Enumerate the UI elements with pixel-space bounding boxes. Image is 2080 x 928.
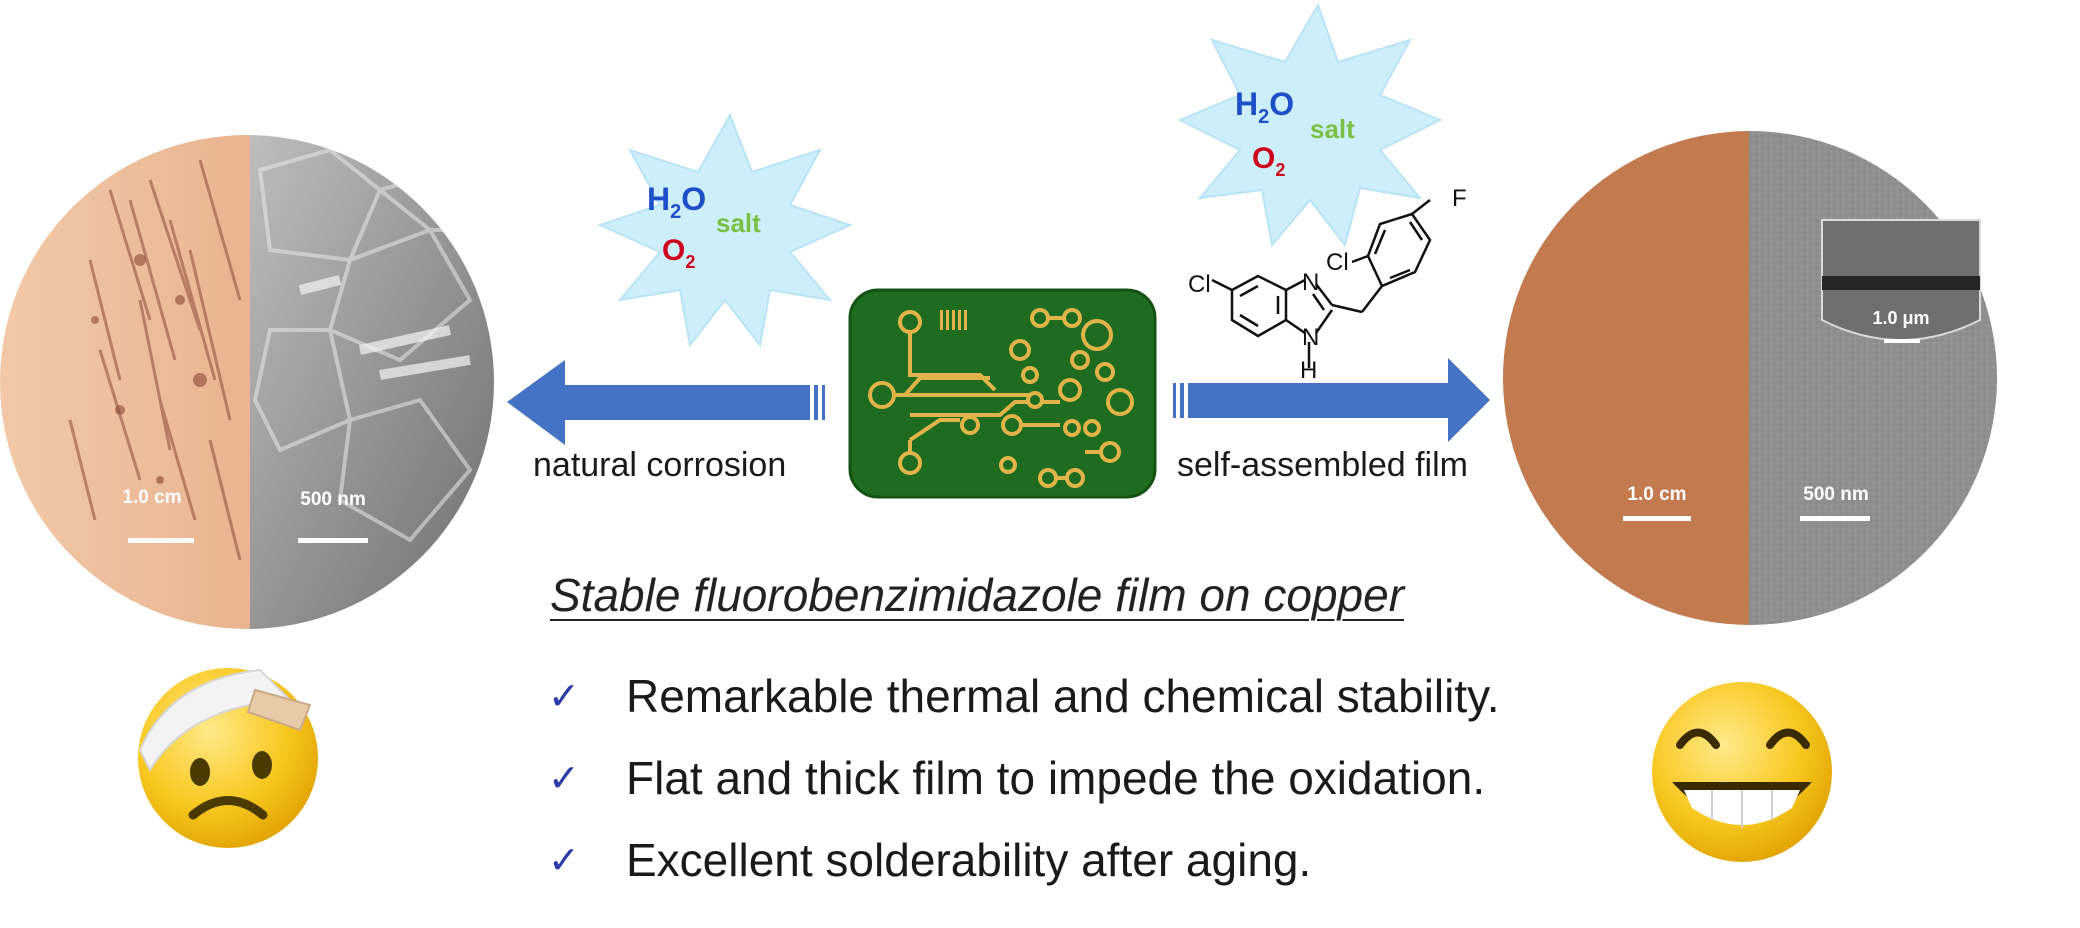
atom-f: F xyxy=(1452,185,1467,212)
scale-label-sem-left: 500 nm xyxy=(300,489,365,510)
feature-text-3: Excellent solderability after aging. xyxy=(626,834,1312,886)
arrow-natural-corrosion xyxy=(507,360,825,445)
feature-list: ✓ Remarkable thermal and chemical stabil… xyxy=(548,655,1500,901)
scale-bar-inset xyxy=(1884,339,1920,343)
scale-label-sem-right: 500 nm xyxy=(1803,484,1868,505)
arrow-label-natural-corrosion: natural corrosion xyxy=(533,446,787,484)
environment-burst-left: H2O O2 salt xyxy=(597,112,853,348)
atom-n-1: N xyxy=(1302,269,1319,296)
optical-image-corroded xyxy=(0,135,250,629)
scale-bar-optical-left xyxy=(128,538,194,543)
h2o-formula-left: H2O xyxy=(647,181,706,223)
scale-bar-optical-right xyxy=(1623,516,1691,521)
atom-h: H xyxy=(1300,357,1317,384)
left-scale-bars: 1.0 cm 500 nm xyxy=(122,487,368,543)
scale-label-optical-left: 1.0 cm xyxy=(122,487,181,508)
scale-label-optical-right: 1.0 cm xyxy=(1627,484,1686,505)
sem-inset: 1.0 μm xyxy=(1821,219,1981,343)
check-icon: ✓ xyxy=(548,838,580,882)
atom-n-2: N xyxy=(1302,324,1319,351)
o2-formula-left: O2 xyxy=(662,234,695,272)
list-item: ✓ Excellent solderability after aging. xyxy=(548,819,1500,901)
molecule-atom-labels: Cl N N H Cl F xyxy=(1188,185,1467,384)
optical-image-protected xyxy=(1503,131,1749,625)
check-icon: ✓ xyxy=(548,756,580,800)
arrow-label-self-assembled-film: self-assembled film xyxy=(1177,446,1468,484)
feature-text-1: Remarkable thermal and chemical stabilit… xyxy=(626,670,1500,722)
fluorobenzimidazole-structure xyxy=(1211,199,1432,368)
arrow-self-assembled-film xyxy=(1173,358,1490,442)
salt-label-right: salt xyxy=(1310,114,1355,144)
salt-label-left: salt xyxy=(716,208,761,238)
pcb-connector xyxy=(940,310,967,330)
caption-title: Stable fluorobenzimidazole film on coppe… xyxy=(550,569,1405,621)
sem-image-corroded xyxy=(250,135,494,629)
list-item: ✓ Remarkable thermal and chemical stabil… xyxy=(548,655,1500,737)
left-micrograph-circle xyxy=(0,135,494,629)
sad-bandaged-face-icon xyxy=(138,668,318,848)
h2o-formula-right: H2O xyxy=(1235,86,1294,128)
scale-bar-sem-left xyxy=(298,538,368,543)
corrosion-spots xyxy=(91,254,207,484)
environment-burst-right: H2O O2 salt xyxy=(1177,2,1443,248)
o2-formula-right: O2 xyxy=(1252,142,1285,180)
pcb-board xyxy=(848,288,1157,499)
sem-bright-ridges xyxy=(298,275,471,380)
scale-label-inset: 1.0 μm xyxy=(1872,308,1929,328)
right-scale-bars: 1.0 cm 500 nm xyxy=(1623,484,1870,521)
sem-image-protected xyxy=(1749,131,1997,625)
right-micrograph-circle xyxy=(1503,131,1997,625)
pcb-pads xyxy=(868,308,1134,488)
inset-film-layer xyxy=(1822,276,1980,290)
corrosion-streaks xyxy=(68,159,242,561)
atom-cl-2: Cl xyxy=(1326,249,1349,276)
check-icon: ✓ xyxy=(548,674,580,718)
list-item: ✓ Flat and thick film to impede the oxid… xyxy=(548,737,1500,819)
grinning-face-icon xyxy=(1652,682,1832,862)
atom-cl-1: Cl xyxy=(1188,271,1211,298)
scale-bar-sem-right xyxy=(1800,516,1870,521)
feature-text-2: Flat and thick film to impede the oxidat… xyxy=(626,752,1486,804)
